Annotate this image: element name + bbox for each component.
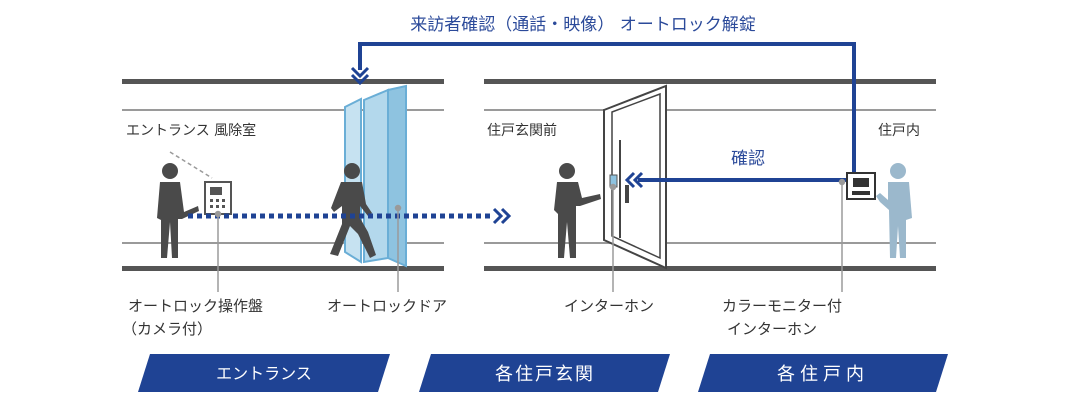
unit-ceiling-line bbox=[484, 79, 936, 84]
resident-figure bbox=[876, 163, 912, 258]
monitor-callout-line1: カラーモニター付 bbox=[722, 297, 842, 315]
intercom-callout: インターホン bbox=[564, 297, 654, 315]
unlock-flow-arrow bbox=[350, 42, 856, 178]
double-chevron-right-icon bbox=[492, 207, 512, 225]
monitor-callout-line2: インターホン bbox=[727, 320, 817, 338]
panel-callout-line2: （カメラ付） bbox=[122, 320, 212, 338]
inside-unit-label: 住戸内 bbox=[878, 123, 920, 139]
section-pill-front-door: 各住戸玄関 bbox=[419, 354, 670, 392]
entrance-ceiling-line bbox=[122, 79, 444, 84]
section-pill-entrance-label: エントランス bbox=[216, 364, 312, 383]
panel-callout-line1: オートロック操作盤 bbox=[128, 297, 263, 315]
unit-front-door bbox=[603, 84, 667, 270]
entrance-floor-line bbox=[122, 266, 444, 271]
double-chevron-left-icon bbox=[624, 171, 644, 189]
visitor-at-door-figure bbox=[554, 163, 601, 258]
visitor-at-panel-figure bbox=[157, 163, 199, 258]
section-pill-entrance: エントランス bbox=[138, 354, 390, 392]
unit-floor-line bbox=[484, 266, 936, 271]
section-pill-inside: 各住戸内 bbox=[698, 354, 948, 392]
autolock-door-callout: オートロックドア bbox=[327, 297, 447, 315]
walking-visitor-figure bbox=[330, 163, 376, 258]
section-pill-front-door-label: 各住戸玄関 bbox=[495, 364, 595, 385]
entrance-hall-label: エントランス 風除室 bbox=[126, 122, 256, 139]
camera-view-dash bbox=[169, 151, 213, 179]
unlock-flow-line bbox=[358, 42, 856, 178]
confirm-flow-label: 確認 bbox=[731, 149, 765, 169]
section-pill-inside-label: 各住戸内 bbox=[777, 364, 869, 385]
autolock-panel-icon bbox=[204, 181, 232, 215]
double-chevron-down-icon bbox=[350, 66, 370, 86]
color-monitor-intercom-icon bbox=[846, 172, 876, 200]
unlock-flow-label: 来訪者確認（通話・映像） オートロック解錠 bbox=[410, 15, 755, 35]
front-of-door-label: 住戸玄関前 bbox=[487, 122, 557, 139]
callout-leaders bbox=[214, 178, 846, 292]
